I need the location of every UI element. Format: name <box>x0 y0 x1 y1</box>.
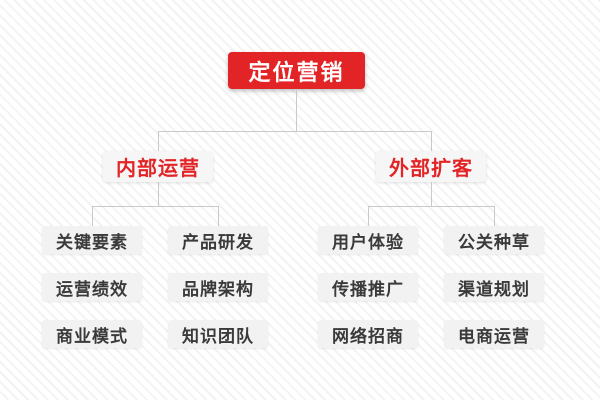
connector-line <box>368 206 495 207</box>
root-node: 定位营销 <box>228 52 365 89</box>
connector-line <box>158 182 159 206</box>
leaf-node: 用户体验 <box>318 226 418 254</box>
leaf-node: 知识团队 <box>168 320 268 348</box>
connector-line <box>431 182 432 206</box>
connector-line <box>431 131 432 152</box>
connector-line <box>158 131 432 132</box>
leaf-node: 网络招商 <box>318 320 418 348</box>
connector-line <box>296 89 297 131</box>
connector-line <box>92 206 219 207</box>
leaf-node: 电商运营 <box>444 320 544 348</box>
connector-line <box>368 206 369 226</box>
leaf-node: 产品研发 <box>168 226 268 254</box>
leaf-node: 渠道规划 <box>444 273 544 301</box>
branch-node-internal: 内部运营 <box>103 151 213 182</box>
connector-line <box>158 131 159 152</box>
leaf-node: 品牌架构 <box>168 273 268 301</box>
leaf-node: 传播推广 <box>318 273 418 301</box>
connector-line <box>494 206 495 226</box>
branch-node-external: 外部扩客 <box>376 151 486 182</box>
leaf-node: 商业模式 <box>42 320 142 348</box>
connector-line <box>218 206 219 226</box>
leaf-node: 公关种草 <box>444 226 544 254</box>
connector-line <box>92 206 93 226</box>
leaf-node: 运营绩效 <box>42 273 142 301</box>
leaf-node: 关键要素 <box>42 226 142 254</box>
